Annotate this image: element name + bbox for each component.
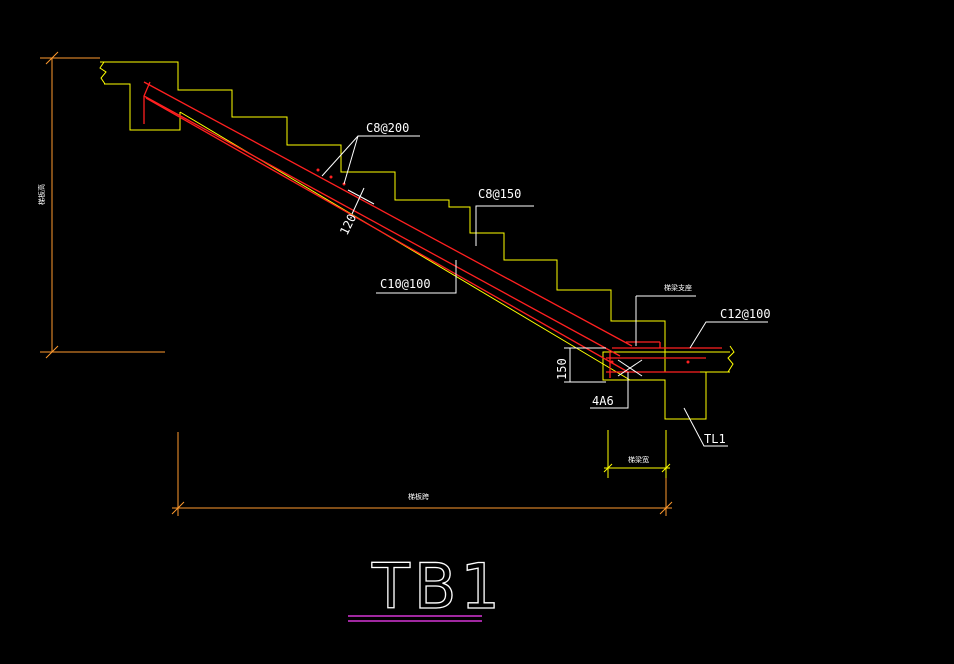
leader-c10-100 bbox=[376, 260, 457, 294]
label-4a6: 4A6 bbox=[592, 394, 614, 408]
stair-top-landing-outline bbox=[104, 83, 181, 131]
label-landing-note: 梯梁支座 bbox=[664, 283, 692, 292]
top-break-symbol bbox=[99, 61, 107, 85]
label-c8-200: C8@200 bbox=[366, 121, 409, 135]
beam-width-dimension bbox=[603, 430, 671, 478]
beam-tl1-outline bbox=[630, 352, 707, 420]
leader-c12-100 bbox=[689, 321, 768, 349]
label-bottom-dimension: 梯板跨 bbox=[408, 492, 429, 501]
leader-landing-note bbox=[635, 295, 696, 346]
label-dim-150: 150 bbox=[555, 358, 569, 380]
title-underline bbox=[348, 615, 482, 622]
leader-c8-200 bbox=[321, 135, 420, 185]
leader-c8-150 bbox=[475, 205, 534, 246]
rebar-group bbox=[143, 81, 722, 378]
label-tl1: TL1 bbox=[704, 432, 726, 446]
label-c8-150: C8@150 bbox=[478, 187, 521, 201]
dimension-150 bbox=[564, 347, 606, 383]
label-dim-120: 120 bbox=[337, 212, 359, 238]
label-c10-100: C10@100 bbox=[380, 277, 431, 291]
beam-cross-mark bbox=[617, 359, 643, 377]
left-height-dimension bbox=[40, 51, 165, 359]
stair-outline bbox=[104, 61, 730, 353]
bottom-span-dimension bbox=[171, 432, 673, 516]
leader-tl1 bbox=[683, 407, 728, 447]
right-break-symbol bbox=[727, 345, 735, 373]
landing-beam-outline bbox=[602, 351, 665, 381]
left-dimension-label: 梯板高 bbox=[37, 184, 46, 205]
label-c12-100: C12@100 bbox=[720, 307, 771, 321]
label-beam-width: 梯梁宽 bbox=[628, 455, 649, 464]
leader-4a6 bbox=[590, 372, 629, 409]
drawing-title: TB1 bbox=[371, 550, 504, 623]
dimension-120 bbox=[347, 187, 375, 215]
